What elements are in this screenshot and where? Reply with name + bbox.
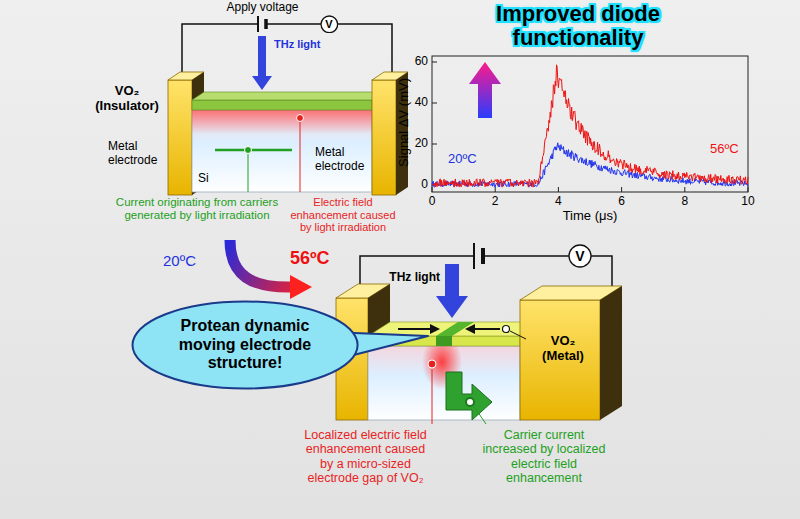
plot-frame xyxy=(432,62,748,192)
battery-symbol xyxy=(258,16,266,32)
current-note: Current originating from carriers genera… xyxy=(112,196,282,222)
meter-letter: V xyxy=(325,18,332,31)
battery-symbol xyxy=(257,16,259,32)
light-arrow xyxy=(252,36,272,90)
battery-symbol xyxy=(264,19,268,29)
battery-symbol xyxy=(481,248,485,264)
circuit-wire xyxy=(182,24,392,76)
metal-electrode xyxy=(372,80,396,195)
current-arrow xyxy=(466,398,474,406)
current-arrow xyxy=(446,372,492,420)
voltage-label: Apply voltage xyxy=(215,1,310,15)
meter-letter: V xyxy=(575,248,584,264)
metal-electrode xyxy=(520,286,622,420)
field-marker xyxy=(428,360,436,424)
vo2-layer xyxy=(192,92,384,100)
signal-trace xyxy=(432,65,748,187)
moving-arrow xyxy=(475,328,500,330)
increase-arrow xyxy=(469,62,501,118)
leader-line xyxy=(503,326,510,333)
axis-title: Time (μs) xyxy=(530,209,650,224)
increase-arrow xyxy=(469,62,501,118)
moving-arrow xyxy=(398,324,500,334)
axis-tick: 6 xyxy=(607,195,637,209)
field-marker xyxy=(297,115,304,122)
moving-arrow xyxy=(398,328,430,330)
metal-electrode xyxy=(168,80,192,195)
axis-tick: 8 xyxy=(670,195,700,209)
layer-label: VO₂ (Insulator) xyxy=(88,84,166,114)
light-arrow xyxy=(436,264,468,318)
leader-line xyxy=(503,326,527,340)
battery-symbol xyxy=(474,243,483,269)
field-marker xyxy=(300,122,301,192)
current-marker xyxy=(245,147,252,154)
temperature-label: 20ºC xyxy=(163,252,196,269)
plot-frame xyxy=(432,56,748,192)
circuit-wire xyxy=(182,24,392,76)
light-arrow xyxy=(436,264,468,318)
axis-tick: 0 xyxy=(417,195,447,209)
substrate-label: Si xyxy=(198,172,209,186)
series-label: 20ºC xyxy=(448,152,477,167)
transition-arrow xyxy=(290,275,312,299)
light-label: THz light xyxy=(274,38,320,51)
substrate-block xyxy=(192,110,372,134)
chart-title: Improved diode functionality xyxy=(453,2,703,50)
field-note: Localized electric field enhancement cau… xyxy=(298,428,433,486)
battery-symbol xyxy=(473,243,475,269)
vo2-layer xyxy=(192,92,384,110)
circle-outline xyxy=(569,245,591,267)
vo2-layer xyxy=(436,322,474,336)
current-note: Carrier current increased by localized e… xyxy=(478,428,610,486)
field-marker xyxy=(428,360,436,368)
callout-bubble: Protean dynamic moving electrode structu… xyxy=(131,300,359,390)
current-arrow xyxy=(446,372,492,424)
substrate-block xyxy=(192,110,372,192)
signal-trace xyxy=(432,65,748,187)
field-note: Electric field enhancement caused by lig… xyxy=(286,196,400,234)
field-marker xyxy=(297,115,304,193)
field-marker xyxy=(432,369,433,424)
metal-electrode xyxy=(520,300,600,420)
axis-tick: 4 xyxy=(543,195,573,209)
voltmeter-symbol: V xyxy=(320,15,339,34)
plot-frame xyxy=(432,56,748,192)
current-marker xyxy=(215,147,292,193)
leader-line xyxy=(510,331,526,339)
vo2-layer xyxy=(436,336,452,346)
vo2-layer xyxy=(192,100,372,110)
light-arrow xyxy=(252,36,272,90)
axis-tick: 0 xyxy=(398,178,428,192)
axis-tick: 60 xyxy=(398,55,428,69)
electrode-label: Metal electrode xyxy=(108,140,166,168)
callout-text: Protean dynamic moving electrode structu… xyxy=(170,317,320,372)
electrode-label: Metal electrode xyxy=(315,146,371,174)
series-label: 56ºC xyxy=(710,142,739,157)
moving-arrow xyxy=(430,324,440,334)
axis-tick: 10 xyxy=(733,195,763,209)
temperature-label: 56ºC xyxy=(290,248,330,269)
moving-arrow xyxy=(465,324,475,334)
light-label: THz light xyxy=(380,271,440,285)
axis-title: Signal ΔV (mV) xyxy=(397,62,412,182)
bubble-outline xyxy=(132,301,357,388)
metal-electrode xyxy=(600,286,622,420)
current-marker xyxy=(248,154,249,192)
transition-arrow xyxy=(230,240,292,287)
substrate-block xyxy=(368,334,520,420)
circle-outline xyxy=(321,16,338,33)
current-marker xyxy=(215,149,292,152)
axis-tick: 2 xyxy=(480,195,510,209)
voltmeter-symbol: V xyxy=(568,244,592,268)
layer-label: VO₂ (Metal) xyxy=(528,334,598,364)
current-arrow xyxy=(473,405,486,424)
substrate-block xyxy=(192,110,372,192)
